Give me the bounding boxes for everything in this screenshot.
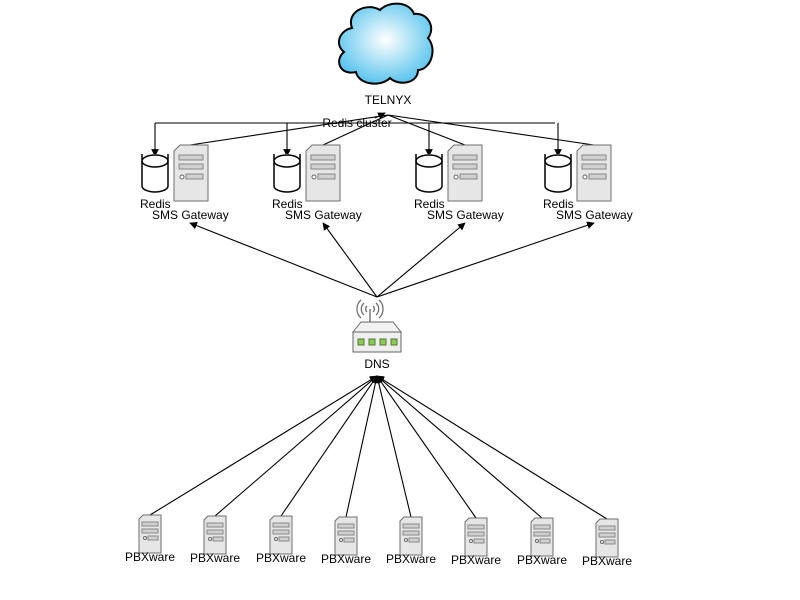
edge-pbx-to-dns-7 [376,375,543,519]
pbx-node[interactable]: PBXware [386,516,436,566]
pbx-node[interactable]: PBXware [256,515,306,565]
server-icon [464,517,488,557]
pbx-label: PBXware [517,553,567,567]
pbx-node[interactable]: PBXware [517,517,567,567]
pbx-label: PBXware [256,551,306,565]
edge-pbx-to-dns-6 [376,375,477,519]
edges [149,112,608,520]
redis-label: Redis [414,197,445,211]
server-icon [334,516,358,556]
edge-pbx-to-dns-2 [214,375,378,517]
gateway-label: SMS Gateway [285,208,362,222]
redis-label: Redis [140,197,171,211]
edge-router-to-gateway-3 [376,222,466,298]
server-icon [595,518,619,558]
edge-router-to-gateway-1 [189,221,378,298]
pbx-label: PBXware [190,551,240,565]
telnyx-cloud[interactable]: TELNYX [337,2,434,107]
pbx-node[interactable]: PBXware [582,518,632,568]
edge-router-to-gateway-2 [322,222,378,298]
edge-pbx-to-dns-1 [149,375,378,516]
edge-gateway-to-cluster-4 [387,114,595,146]
cloud-label: TELNYX [365,93,412,107]
pbx-label: PBXware [321,552,371,566]
gateway-label: SMS Gateway [152,208,229,222]
server-icon [305,144,341,202]
pbx-node[interactable]: PBXware [321,516,371,566]
edge-pbx-to-dns-5 [374,375,412,518]
edge-pbx-to-dns-3 [280,375,378,517]
gateway-nodes: Redis SMS Gateway Redis SMS Gateway [140,144,633,222]
edge-gateway-to-cluster-1 [189,114,389,146]
cloud-icon [337,2,434,85]
edge-pbx-to-dns-8 [376,375,608,520]
router-label: DNS [364,357,389,371]
wifi-signal-icon [356,299,384,322]
server-icon [576,144,612,202]
edge-pbx-to-dns-4 [345,375,380,518]
pbx-node[interactable]: PBXware [125,514,175,564]
edge-gateway-to-cluster-3 [387,114,466,146]
gateway-label: SMS Gateway [556,208,633,222]
edge-gateway-to-cluster-2 [322,114,389,146]
pbx-label: PBXware [125,550,175,564]
redis-db-icon [141,154,169,193]
server-icon [447,144,483,202]
server-icon [269,515,293,555]
pbx-label: PBXware [386,552,436,566]
router-icon [351,321,403,353]
gateway-node[interactable]: Redis SMS Gateway [272,144,362,222]
redis-label: Redis [272,197,303,211]
edge-router-to-gateway-4 [376,221,595,298]
gateway-label: SMS Gateway [427,208,504,222]
pbx-label: PBXware [451,553,501,567]
pbx-label: PBXware [582,554,632,568]
gateway-node[interactable]: Redis SMS Gateway [140,144,229,222]
redis-db-icon [415,154,443,193]
redis-db-icon [544,154,572,193]
gateway-node[interactable]: Redis SMS Gateway [414,144,504,222]
pbx-node[interactable]: PBXware [190,515,240,565]
server-icon [399,516,423,556]
redis-db-icon [273,154,301,193]
server-icon [173,144,209,202]
server-icon [530,517,554,557]
dns-router[interactable]: DNS [351,299,403,371]
pbx-node[interactable]: PBXware [451,517,501,567]
gateway-node[interactable]: Redis SMS Gateway [543,144,633,222]
edge-cluster-to-cloud [374,112,386,120]
server-icon [138,514,162,554]
server-icon [203,515,227,555]
pbx-servers: PBXware PBXware PBXware [125,514,632,568]
redis-label: Redis [543,197,574,211]
